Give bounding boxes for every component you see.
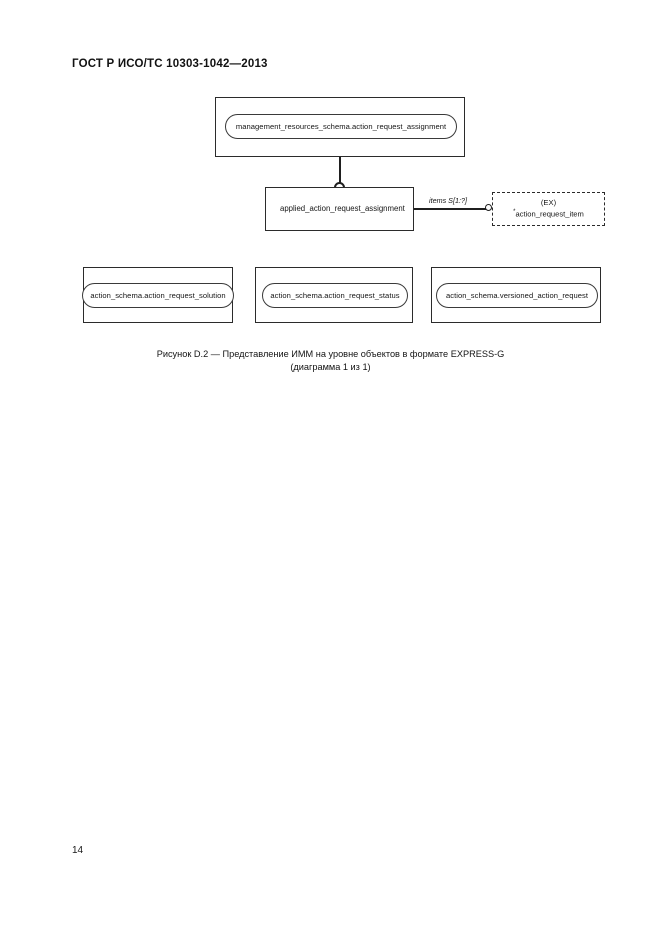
entity-applied-action-request-assignment[interactable]: applied_action_request_assignment: [265, 187, 414, 231]
connector-vertical-supertype: [339, 157, 341, 186]
reference-box-action-request-item[interactable]: (EX) *action_request_item: [492, 192, 605, 226]
figure-caption-line-1: Рисунок D.2 — Представление ИММ на уровн…: [156, 349, 505, 359]
entity-label: action_schema.versioned_action_request: [445, 290, 589, 300]
page-number: 14: [72, 845, 84, 856]
reference-kind-label: (EX): [540, 197, 557, 207]
schema-frame-action-request-status: action_schema.action_request_status: [255, 267, 413, 323]
entity-label: action_schema.action_request_solution: [90, 290, 226, 300]
entity-label: action_schema.action_request_status: [270, 290, 400, 300]
reference-name-label: *action_request_item: [513, 208, 584, 220]
figure-caption-line-2: (диаграмма 1 из 1): [290, 362, 371, 373]
connector-horizontal-items: [414, 208, 488, 210]
schema-frame-management-resources: management_resources_schema.action_reque…: [215, 97, 465, 157]
schema-frame-versioned-action-request: action_schema.versioned_action_request: [431, 267, 601, 323]
entity-action-request-status[interactable]: action_schema.action_request_status: [262, 283, 408, 308]
figure-express-g-diagram: management_resources_schema.action_reque…: [0, 0, 661, 400]
document-header: ГОСТ Р ИСО/ТС 10303-1042—2013: [72, 58, 268, 70]
reference-name-text: action_request_item: [515, 209, 584, 219]
entity-label: management_resources_schema.action_reque…: [235, 121, 447, 131]
schema-frame-action-request-solution: action_schema.action_request_solution: [82, 267, 234, 323]
entity-action-request-assignment[interactable]: management_resources_schema.action_reque…: [225, 114, 457, 139]
entity-versioned-action-request[interactable]: action_schema.versioned_action_request: [436, 283, 598, 308]
entity-label: applied_action_request_assignment: [280, 204, 405, 214]
relationship-label-items: items S[1:?]: [428, 196, 468, 205]
reference-star-marker: *: [513, 209, 516, 216]
figure-caption: Рисунок D.2 — Представление ИММ на уровн…: [0, 348, 661, 375]
relationship-end-circle-marker: [485, 204, 492, 211]
entity-action-request-solution[interactable]: action_schema.action_request_solution: [82, 283, 234, 308]
